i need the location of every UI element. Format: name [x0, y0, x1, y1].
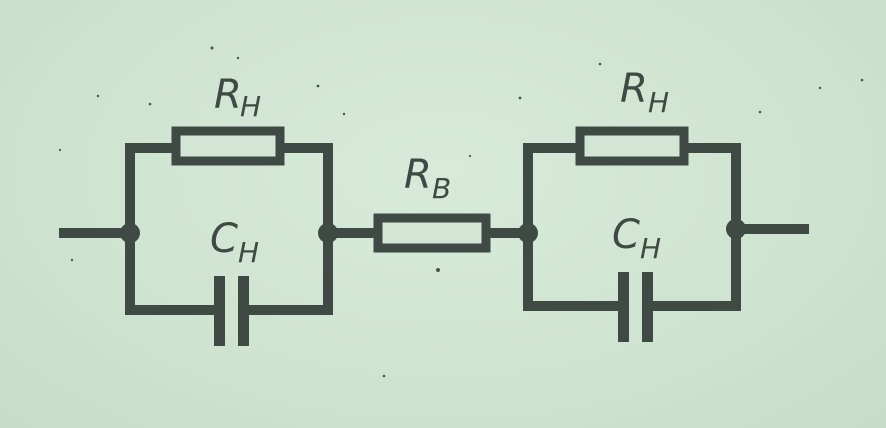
label-c-left: C H: [210, 216, 259, 269]
resistor-rb: [373, 213, 491, 253]
middle-series-resistor: [323, 213, 533, 253]
label-main: C: [612, 212, 640, 258]
junction-node: [518, 223, 538, 243]
label-r-middle: R B: [404, 152, 451, 205]
label-subscript: H: [238, 236, 259, 269]
label-r-left: R H: [214, 72, 261, 123]
capacitor-ch-left-plate-b: [238, 276, 249, 346]
capacitor-ch-right-plate-a: [618, 272, 629, 342]
label-subscript: B: [432, 172, 451, 205]
label-r-right: R H: [620, 66, 669, 119]
label-subscript: H: [640, 232, 661, 265]
label-subscript: H: [648, 86, 669, 119]
label-main: R: [214, 72, 242, 118]
paper-specks: [58, 46, 864, 378]
label-subscript: H: [240, 90, 261, 123]
label-c-right: C H: [612, 212, 661, 265]
resistor-rh-left: [171, 126, 285, 166]
left-rc-block: [59, 126, 338, 346]
label-main: R: [404, 152, 432, 198]
capacitor-ch-right-plate-b: [642, 272, 653, 342]
junction-node: [726, 219, 746, 239]
label-main: R: [620, 66, 648, 112]
junction-node: [120, 223, 140, 243]
right-rc-block: [518, 126, 809, 342]
label-main: C: [210, 216, 238, 262]
capacitor-ch-left-plate-a: [214, 276, 225, 346]
resistor-rh-right: [575, 126, 689, 166]
